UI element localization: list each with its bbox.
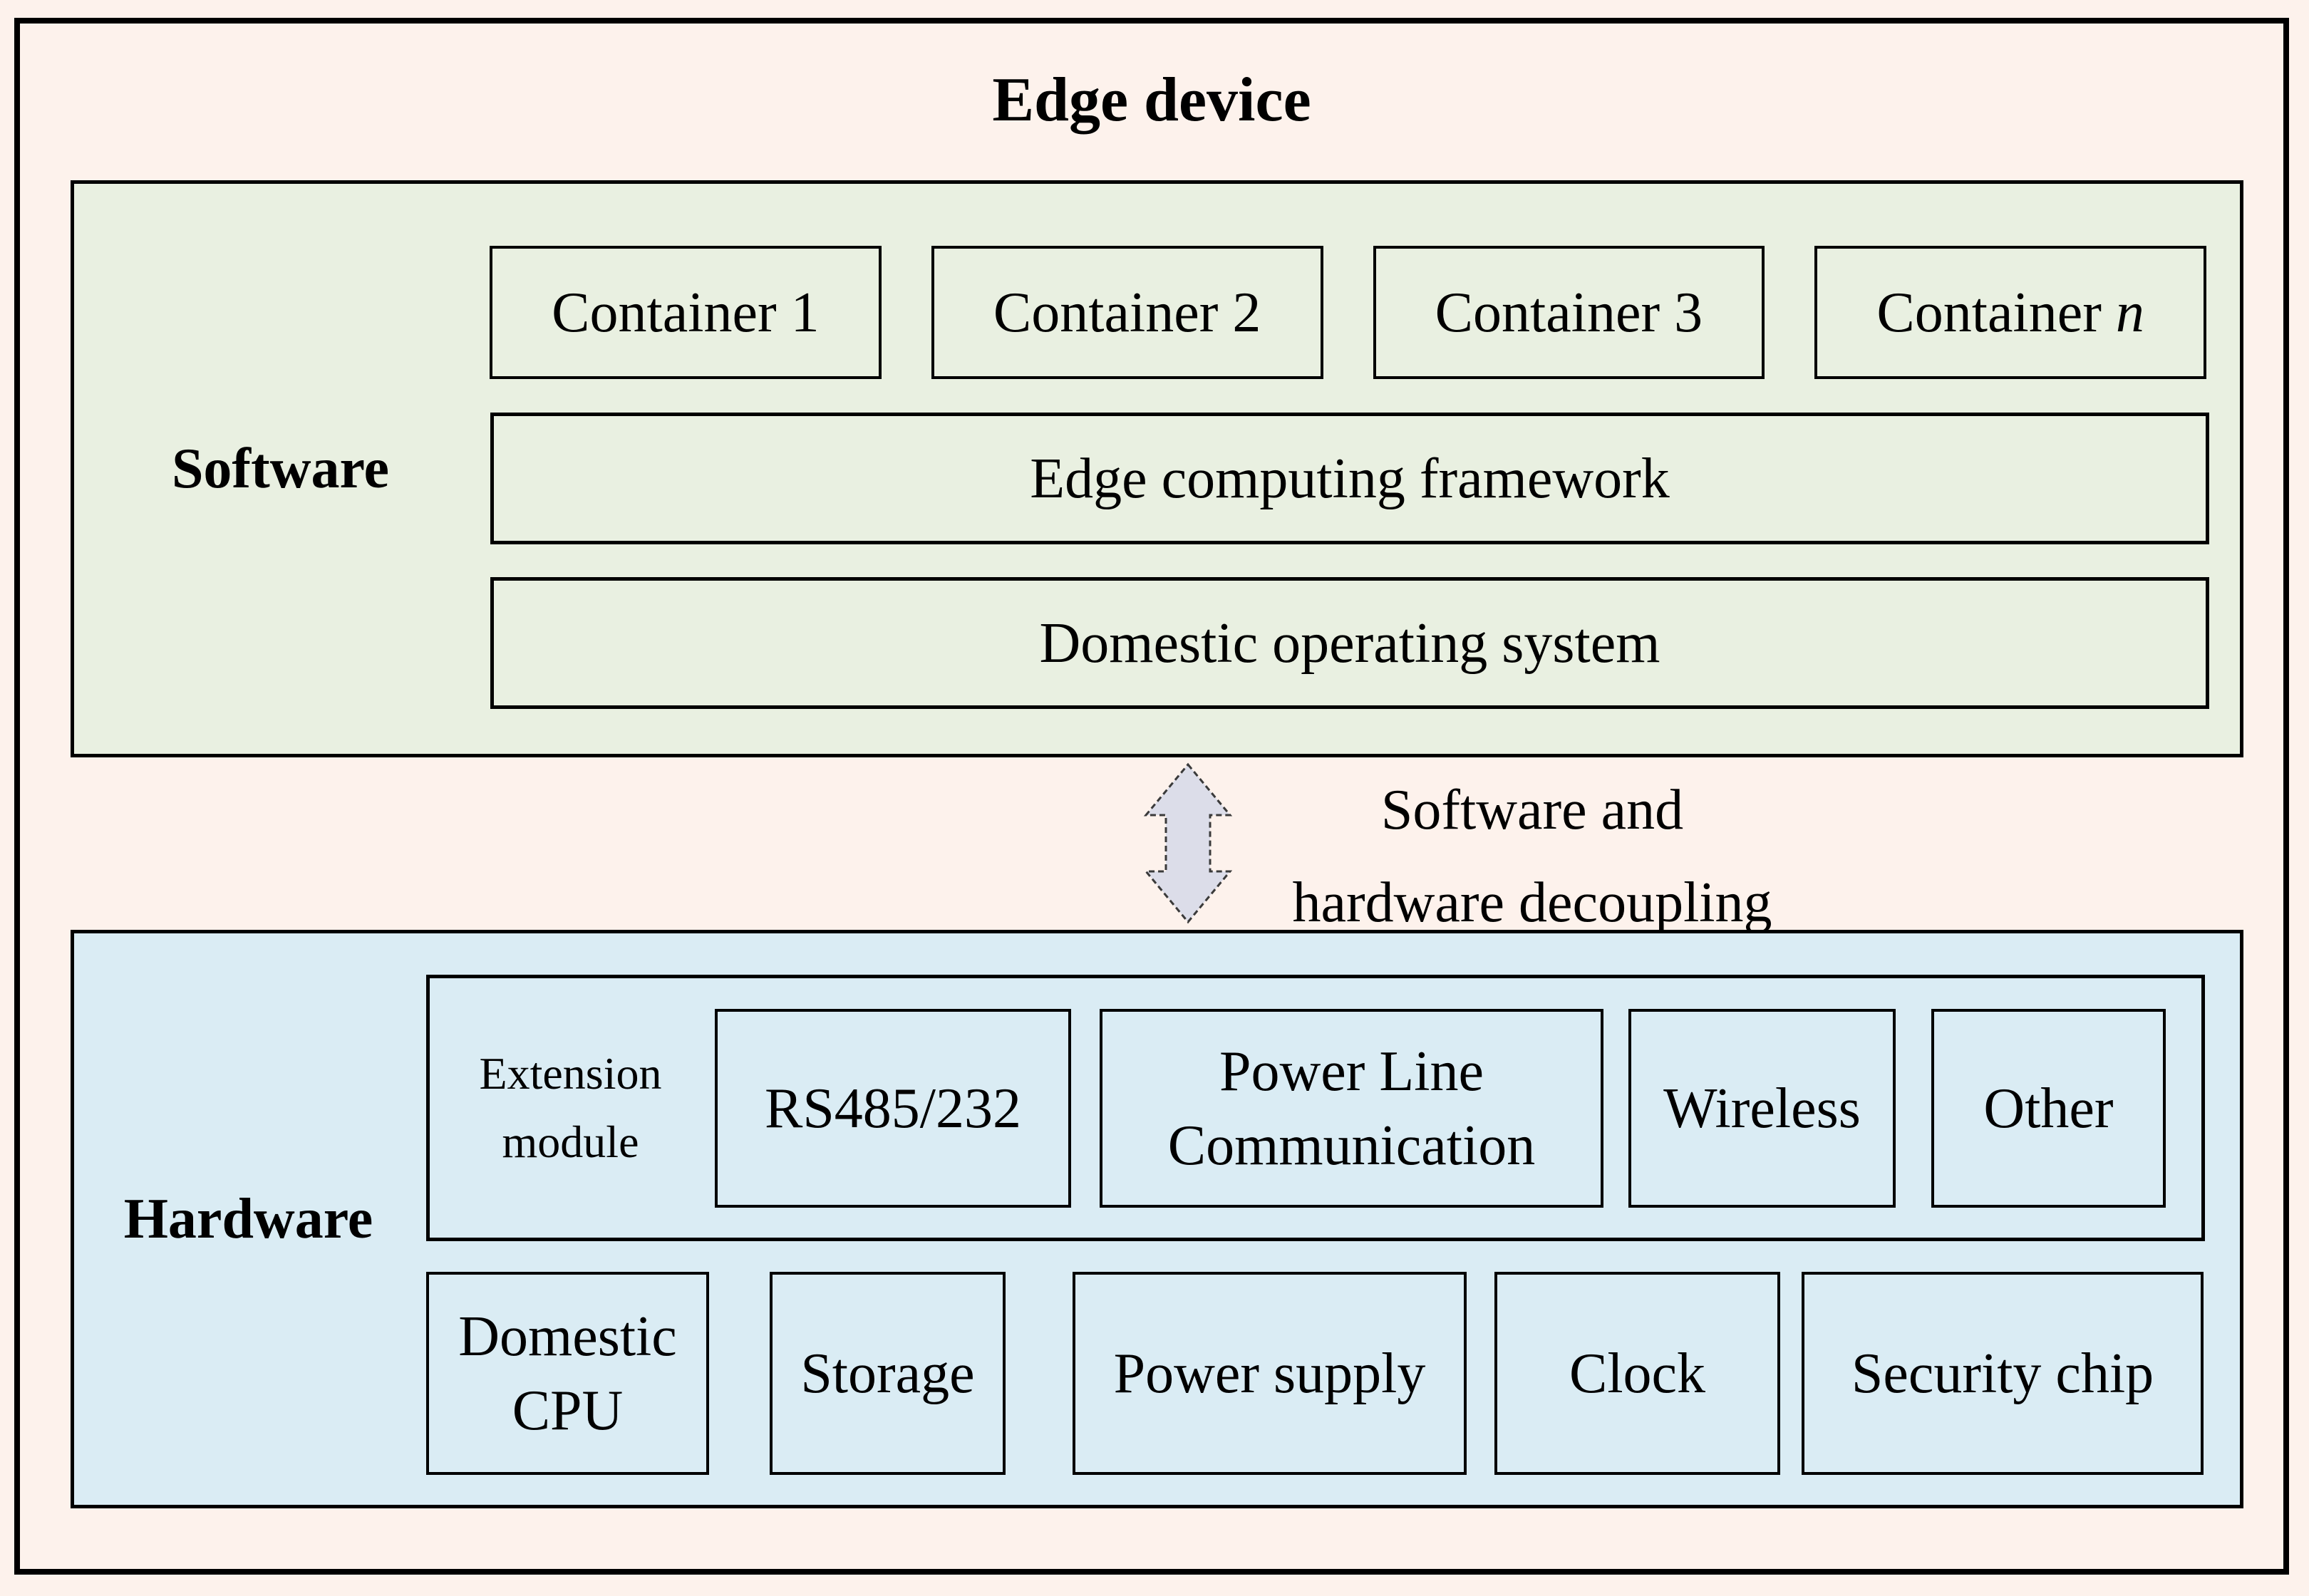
component-box-domestic-cpu: Domestic CPU <box>426 1272 709 1475</box>
container-box-n: Container n <box>1814 246 2206 379</box>
container-row: Container 1 Container 2 Container 3 Cont… <box>490 246 2206 379</box>
container-n-prefix: Container <box>1876 281 2102 344</box>
component-box-power-supply: Power supply <box>1073 1272 1467 1475</box>
extension-module-box <box>426 975 2205 1241</box>
module-box-power-line-communication: Power Line Communication <box>1100 1009 1603 1208</box>
module-box-wireless: Wireless <box>1628 1009 1896 1208</box>
component-box-clock: Clock <box>1494 1272 1780 1475</box>
extension-module-label-line1: Extension <box>479 1048 662 1099</box>
hardware-label: Hardware <box>123 1187 373 1250</box>
container-box-3: Container 3 <box>1373 246 1765 379</box>
edge-computing-framework-box: Edge computing framework <box>490 413 2209 544</box>
double-arrow-icon <box>1143 762 1233 924</box>
module-box-rs485: RS485/232 <box>715 1009 1071 1208</box>
software-section <box>71 180 2243 757</box>
component-box-security-chip: Security chip <box>1802 1272 2204 1475</box>
domestic-os-box: Domestic operating system <box>490 577 2209 709</box>
component-box-storage: Storage <box>770 1272 1006 1475</box>
container-box-1: Container 1 <box>490 246 882 379</box>
extension-module-label-line2: module <box>502 1116 639 1167</box>
decoupling-label-line2: hardware decoupling <box>1292 871 1772 934</box>
page-title: Edge device <box>992 66 1311 135</box>
extension-module-label: Extension module <box>426 975 715 1241</box>
hardware-section <box>71 930 2243 1508</box>
decoupling-label-line1: Software and <box>1380 779 1684 841</box>
decoupling-label: Software and hardware decoupling <box>1254 764 1810 949</box>
module-box-other: Other <box>1931 1009 2166 1208</box>
container-box-2: Container 2 <box>931 246 1323 379</box>
container-n-suffix: n <box>2115 281 2144 344</box>
software-label: Software <box>171 437 390 500</box>
